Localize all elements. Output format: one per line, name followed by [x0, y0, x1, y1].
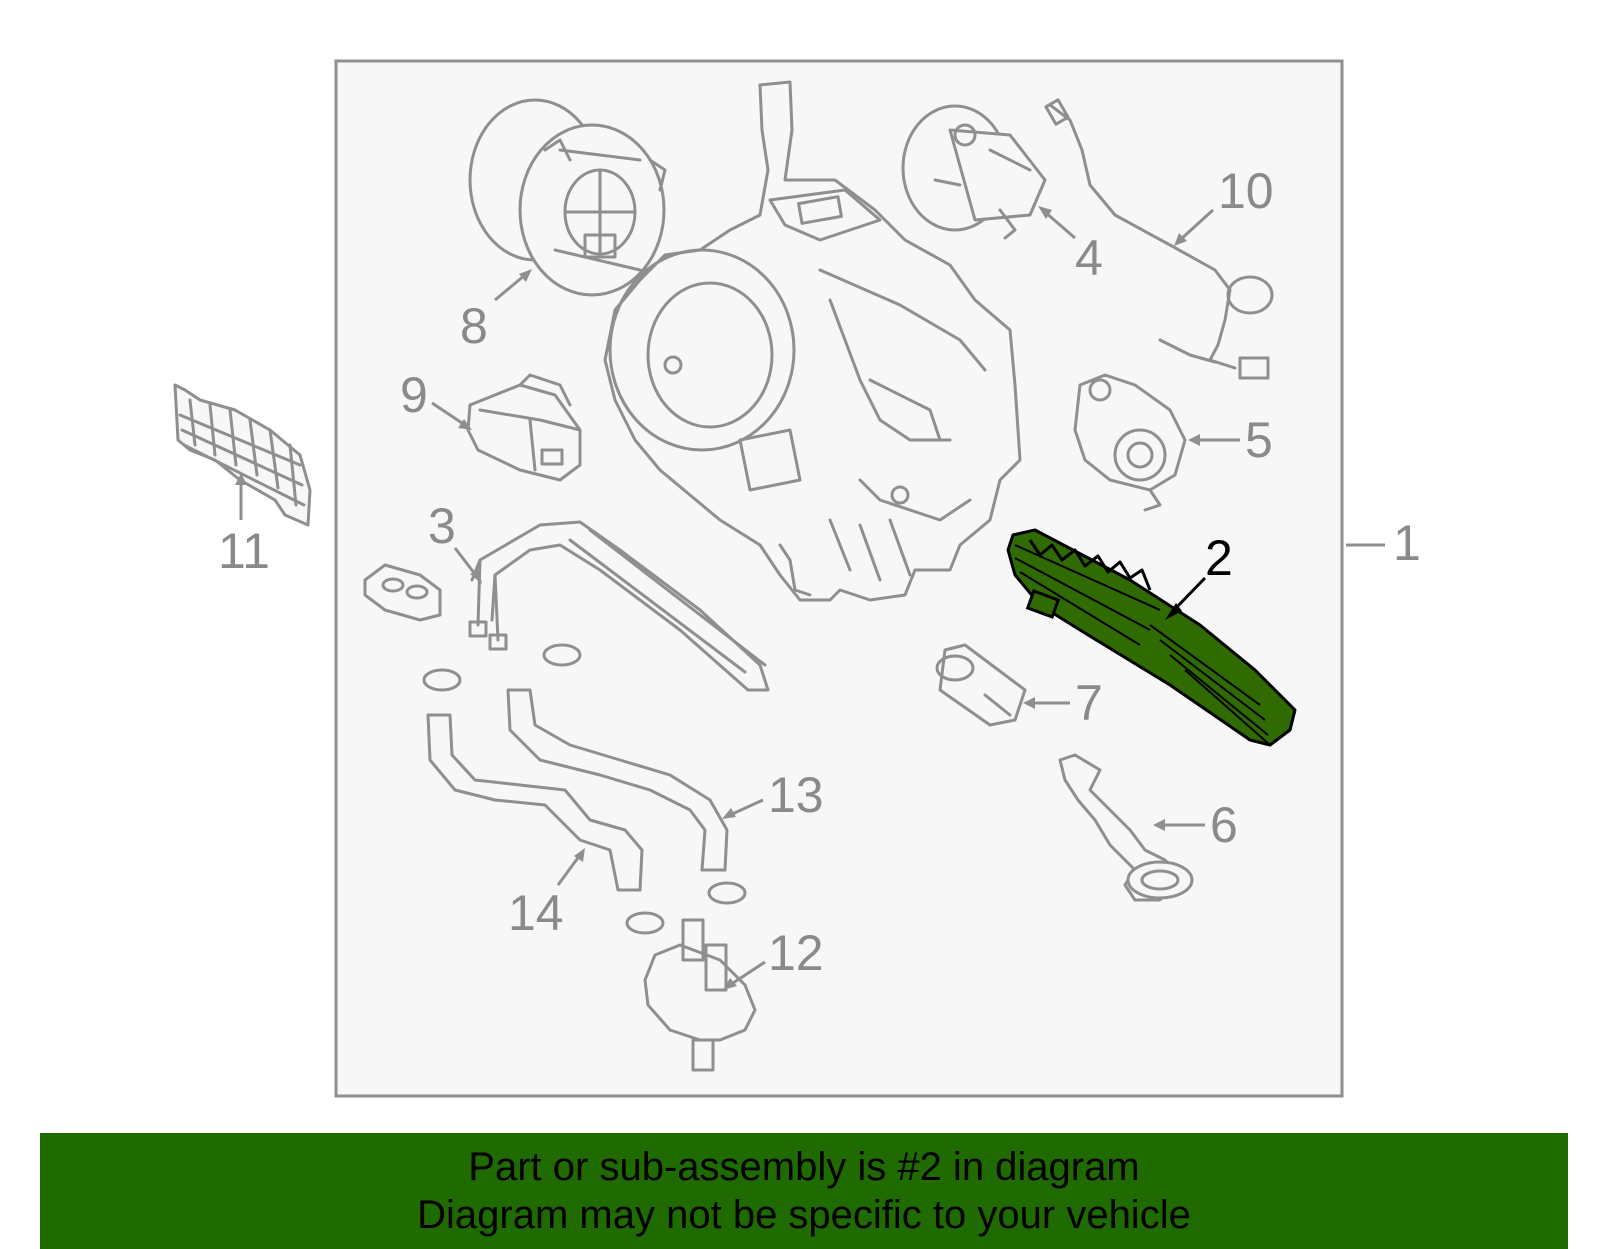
- callout-14: 14: [508, 848, 585, 941]
- svg-text:13: 13: [768, 767, 824, 823]
- callout-2: 2: [1165, 530, 1233, 620]
- callout-10: 10: [1174, 163, 1274, 246]
- svg-text:11: 11: [218, 523, 270, 579]
- svg-text:1: 1: [1393, 515, 1421, 571]
- part-6-duct[interactable]: [1058, 753, 1194, 902]
- part-11-grille[interactable]: [173, 383, 312, 527]
- pipe-bracket[interactable]: [363, 563, 442, 622]
- svg-text:5: 5: [1245, 412, 1273, 468]
- part-8-blower-motor[interactable]: [468, 98, 667, 297]
- part-10-wire-harness[interactable]: [1044, 98, 1274, 380]
- svg-text:6: 6: [1210, 797, 1238, 853]
- svg-text:4: 4: [1075, 230, 1103, 286]
- callout-11: 11: [218, 473, 270, 579]
- callout-7: 7: [1023, 675, 1103, 731]
- part-2-evaporator-highlighted[interactable]: [1006, 528, 1297, 747]
- part-12-valve[interactable]: [643, 918, 757, 1072]
- part-4-actuator[interactable]: [901, 104, 1047, 240]
- callout-6: 6: [1153, 797, 1238, 853]
- svg-text:9: 9: [400, 367, 428, 423]
- callout-4: 4: [1038, 206, 1103, 286]
- part-1-hvac-case[interactable]: [603, 80, 1022, 602]
- callout-8: 8: [460, 269, 532, 354]
- hose-clamps[interactable]: [422, 643, 747, 935]
- banner-line-2: Diagram may not be specific to your vehi…: [417, 1193, 1191, 1237]
- callout-9: 9: [400, 367, 472, 430]
- svg-text:14: 14: [508, 885, 564, 941]
- callout-13: 13: [722, 767, 824, 823]
- svg-text:7: 7: [1075, 675, 1103, 731]
- part-7-sensor[interactable]: [935, 643, 1027, 727]
- part-9-resistor[interactable]: [466, 373, 582, 482]
- callout-5: 5: [1188, 412, 1273, 468]
- svg-text:3: 3: [428, 498, 456, 554]
- callout-3: 3: [428, 498, 482, 584]
- svg-text:10: 10: [1218, 163, 1274, 219]
- svg-text:2: 2: [1205, 530, 1233, 586]
- part-5-actuator[interactable]: [1073, 373, 1187, 512]
- callout-12: 12: [723, 925, 824, 990]
- info-banner: Part or sub-assembly is #2 in diagram Di…: [40, 1133, 1568, 1249]
- banner-line-1: Part or sub-assembly is #2 in diagram: [468, 1145, 1140, 1189]
- svg-text:8: 8: [460, 298, 488, 354]
- part-14-hose[interactable]: [426, 713, 644, 892]
- svg-text:12: 12: [768, 925, 824, 981]
- part-13-hose[interactable]: [506, 688, 729, 872]
- callout-1: 1: [1346, 515, 1421, 571]
- part-3-pipes[interactable]: [468, 520, 770, 692]
